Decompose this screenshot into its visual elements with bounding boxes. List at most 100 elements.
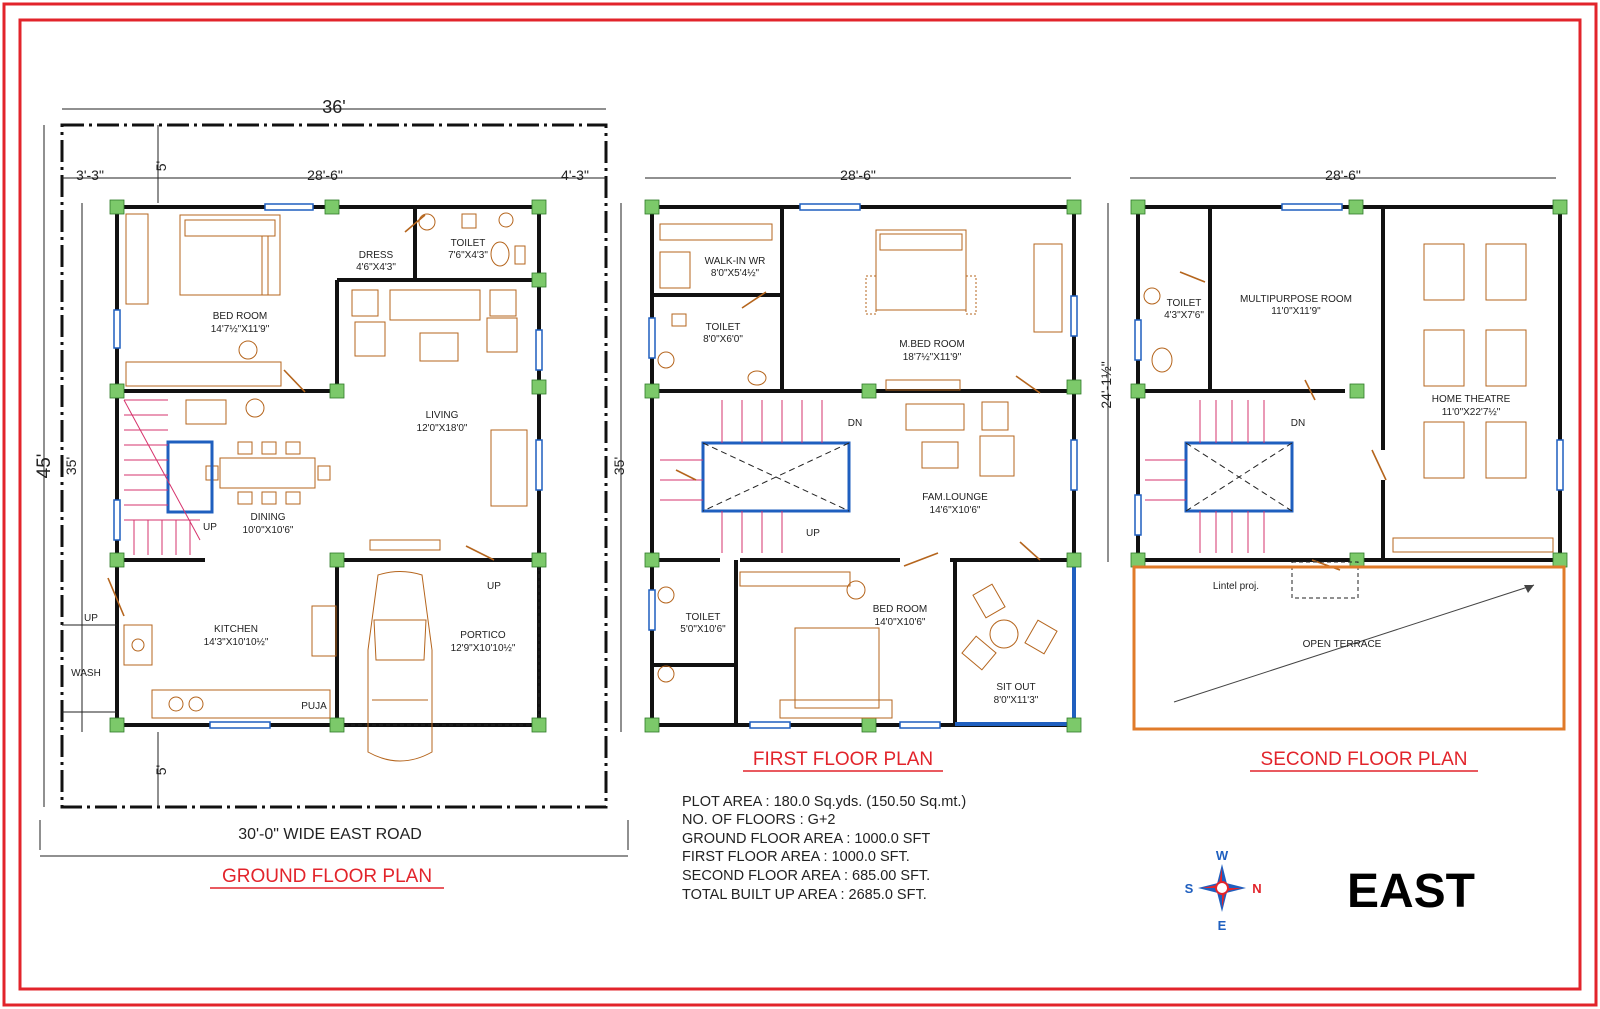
living-name: LIVING (426, 410, 459, 421)
first-toilet2-size: 5'0"X10'6" (680, 624, 726, 635)
inner-frame (18, 18, 1582, 991)
first-dn-label: DN (848, 418, 862, 429)
info-line: NO. OF FLOORS : G+2 (682, 812, 836, 828)
dining-size: 10'0"X10'6" (243, 525, 294, 536)
plot-width-dim: 36' (322, 97, 345, 117)
first-bed-icon (739, 571, 893, 719)
plot-boundary (60, 123, 608, 809)
second-stairs (1145, 400, 1294, 553)
compass-w: W (1216, 848, 1229, 863)
theatre-name: HOME THEATRE (1432, 394, 1511, 405)
lintel-projection (1291, 561, 1359, 599)
second-depth-dim: 24'-1½" (1098, 361, 1114, 408)
portico-up-label: UP (487, 581, 501, 592)
sitout-name: SIT OUT (996, 682, 1035, 693)
info-line: TOTAL BUILT UP AREA : 2685.0 SFT. (682, 887, 927, 903)
first-toilet1-name: TOILET (706, 322, 741, 333)
multi-name: MULTIPURPOSE ROOM (1240, 294, 1352, 305)
puja-label: PUJA (301, 701, 327, 712)
open-terrace-parapet (1132, 565, 1566, 731)
wash-up-label: UP (84, 613, 98, 624)
first-up-label: UP (806, 528, 820, 539)
first-outer-walls (650, 205, 1076, 727)
ground-bed-icon (179, 214, 281, 296)
sitout-chairs-icon (961, 583, 1058, 671)
bed-room-size: 14'7½"X11'9" (211, 324, 270, 335)
arrow-head-icon (1524, 585, 1534, 593)
first-width-dim: 28'-6" (840, 167, 876, 183)
first-toilet2-name: TOILET (686, 612, 721, 623)
first-toilet2-fixtures-icon (657, 586, 675, 683)
compass-e: E (1218, 918, 1227, 933)
first-bed-name: BED ROOM (873, 604, 927, 615)
kitchen-size: 14'3"X10'10½" (204, 637, 269, 648)
compass-rose-icon: W S N E (1185, 848, 1262, 933)
lintel-label: Lintel proj. (1213, 581, 1259, 592)
walkin-size: 8'0"X5'4½" (711, 268, 760, 279)
dress-name: DRESS (359, 250, 394, 261)
second-outer-walls (1136, 205, 1562, 562)
living-size: 12'0"X18'0" (417, 423, 468, 434)
living-sofa-set-icon (351, 289, 518, 362)
first-depth-dim: 35' (611, 457, 627, 475)
lounge-name: FAM.LOUNGE (922, 492, 988, 503)
first-doors (675, 291, 1041, 567)
second-toilet-fixtures-icon (1143, 287, 1173, 373)
first-stairs (660, 400, 851, 553)
info-line: FIRST FLOOR AREA : 1000.0 SFT. (682, 849, 910, 865)
lounge-size: 14'6"X10'6" (930, 505, 981, 516)
portico-size: 12'9"X10'10½" (451, 643, 516, 654)
car-icon (367, 571, 433, 762)
info-line: PLOT AREA : 180.0 Sq.yds. (150.50 Sq.mt.… (682, 794, 966, 810)
second-toilet-name: TOILET (1167, 298, 1202, 309)
toilet-size: 7'6"X4'3" (448, 250, 488, 261)
living-tv-unit-icon (490, 429, 528, 507)
portico-name: PORTICO (460, 630, 506, 641)
second-toilet-size: 4'3"X7'6" (1164, 310, 1204, 321)
theatre-seats-icon (1392, 243, 1554, 553)
facing-label: EAST (1347, 865, 1475, 918)
first-bed-size: 14'0"X10'6" (875, 617, 926, 628)
ground-doors (107, 214, 495, 617)
lounge-sofa-icon (905, 401, 1015, 477)
stair-up-label: UP (203, 522, 217, 533)
toilet-name: TOILET (451, 238, 486, 249)
wardrobe-icon (125, 213, 149, 305)
plot-depth-dim: 45' (34, 454, 55, 479)
kitchen-counter-icon (123, 605, 337, 719)
top-setback-dim: 5' (153, 161, 169, 171)
mbed-dresser-icon (1033, 243, 1063, 333)
master-bed-icon (865, 229, 977, 315)
building-width-dim: 28'-6" (307, 167, 343, 183)
mbed-name: M.BED ROOM (899, 339, 965, 350)
cabinet-icon (185, 399, 227, 425)
info-line: SECOND FLOOR AREA : 685.00 SFT. (682, 868, 930, 884)
road-label: 30'-0" WIDE EAST ROAD (238, 826, 422, 843)
terrace-label: OPEN TERRACE (1303, 639, 1382, 650)
bottom-setback-dim: 5' (153, 765, 169, 775)
theatre-size: 11'0"X22'7½" (1442, 407, 1501, 418)
dining-table-icon (205, 441, 331, 505)
dress-size: 4'6"X4'3" (356, 262, 396, 273)
second-dn-label: DN (1291, 418, 1305, 429)
second-width-dim: 28'-6" (1325, 167, 1361, 183)
second-floor-title: SECOND FLOOR PLAN (1261, 749, 1468, 770)
walkin-wardrobe-icon (659, 223, 773, 289)
first-toilet1-fixtures-icon (657, 313, 767, 386)
building-depth-dim: 35' (63, 457, 79, 475)
left-setback-dim: 3'-3" (76, 167, 104, 183)
kitchen-name: KITCHEN (214, 624, 258, 635)
right-setback-dim: 4'-3" (561, 167, 589, 183)
terrace-slope-arrow (1173, 584, 1535, 703)
ground-stairs (123, 399, 214, 555)
wash-basin-icon (245, 398, 265, 418)
tv-icon (369, 539, 441, 551)
bed-room-name: BED ROOM (213, 311, 267, 322)
first-floor-plan: 28'-6" 35' (611, 167, 1082, 772)
multi-size: 11'0"X11'9" (1271, 306, 1321, 317)
bedroom-desk-icon (125, 361, 282, 387)
chair-icon (238, 340, 258, 360)
first-toilet1-size: 8'0"X6'0" (703, 334, 743, 345)
area-statement: PLOT AREA : 180.0 Sq.yds. (150.50 Sq.mt.… (682, 794, 966, 903)
